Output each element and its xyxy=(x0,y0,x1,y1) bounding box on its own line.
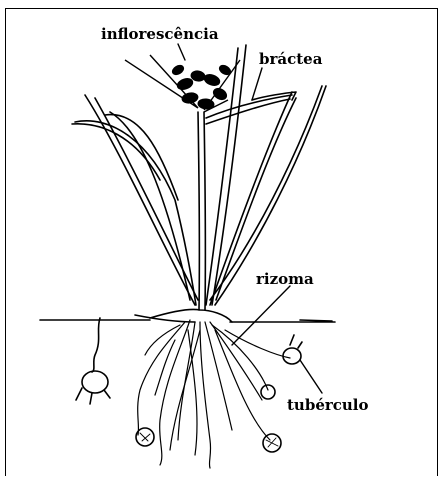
roots xyxy=(138,320,290,468)
tuber-mid-right xyxy=(261,385,275,399)
tuber-right xyxy=(283,335,302,364)
label-tuber: tubérculo xyxy=(287,398,369,413)
tuber-bottom-left xyxy=(136,428,154,446)
label-inflorescence: inflorescência xyxy=(101,27,219,42)
flower-stem xyxy=(198,112,205,310)
inflorescence-cluster xyxy=(125,55,240,112)
tuber-bottom-right xyxy=(263,434,281,452)
label-bract: bráctea xyxy=(259,52,322,67)
label-rhizome: rizoma xyxy=(256,272,314,287)
tuber-left xyxy=(76,318,110,404)
